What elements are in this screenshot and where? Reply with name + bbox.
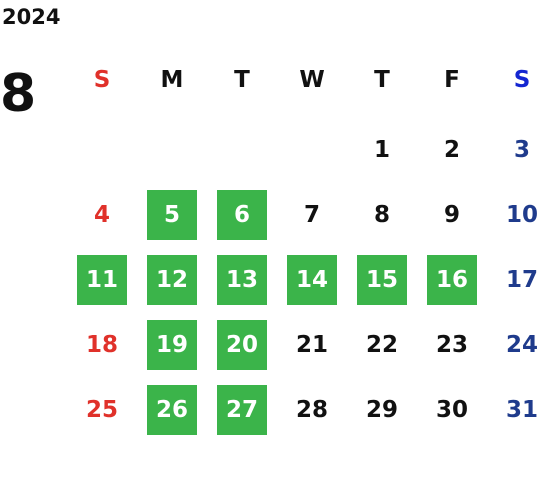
year-label: 2024 [2, 5, 61, 29]
day-cell[interactable]: 18 [85, 331, 118, 358]
day-cell-highlighted[interactable]: 14 [287, 255, 337, 305]
weekday-header: W [299, 66, 325, 93]
day-cell[interactable]: 29 [365, 396, 398, 423]
day-cell[interactable]: 17 [505, 266, 538, 293]
month-number: 8 [0, 64, 37, 124]
day-cell[interactable]: 1 [373, 136, 390, 163]
weekday-header: T [374, 66, 390, 93]
day-cell[interactable]: 9 [443, 201, 460, 228]
day-cell[interactable]: 2 [443, 136, 460, 163]
day-cell-highlighted[interactable]: 20 [217, 320, 267, 370]
day-cell[interactable]: 4 [93, 201, 110, 228]
day-cell[interactable]: 25 [85, 396, 118, 423]
day-cell-highlighted[interactable]: 16 [427, 255, 477, 305]
day-cell-highlighted[interactable]: 12 [147, 255, 197, 305]
day-cell[interactable]: 7 [303, 201, 320, 228]
day-cell[interactable]: 30 [435, 396, 468, 423]
day-cell[interactable]: 23 [435, 331, 468, 358]
day-cell-highlighted[interactable]: 5 [147, 190, 197, 240]
day-cell-highlighted[interactable]: 19 [147, 320, 197, 370]
day-cell[interactable]: 3 [513, 136, 530, 163]
day-cell[interactable]: 28 [295, 396, 328, 423]
weekday-header: F [444, 66, 460, 93]
day-cell-highlighted[interactable]: 13 [217, 255, 267, 305]
weekday-header: M [160, 66, 184, 93]
day-cell[interactable]: 21 [295, 331, 328, 358]
day-cell[interactable]: 24 [505, 331, 538, 358]
day-cell[interactable]: 22 [365, 331, 398, 358]
weekday-header: T [234, 66, 250, 93]
day-cell[interactable]: 10 [505, 201, 538, 228]
day-cell-highlighted[interactable]: 26 [147, 385, 197, 435]
weekday-header: S [93, 66, 111, 93]
day-cell[interactable]: 8 [373, 201, 390, 228]
weekday-header: S [513, 66, 531, 93]
day-cell[interactable]: 31 [505, 396, 538, 423]
day-cell-highlighted[interactable]: 27 [217, 385, 267, 435]
day-cell-highlighted[interactable]: 11 [77, 255, 127, 305]
day-cell-highlighted[interactable]: 15 [357, 255, 407, 305]
day-cell-highlighted[interactable]: 6 [217, 190, 267, 240]
